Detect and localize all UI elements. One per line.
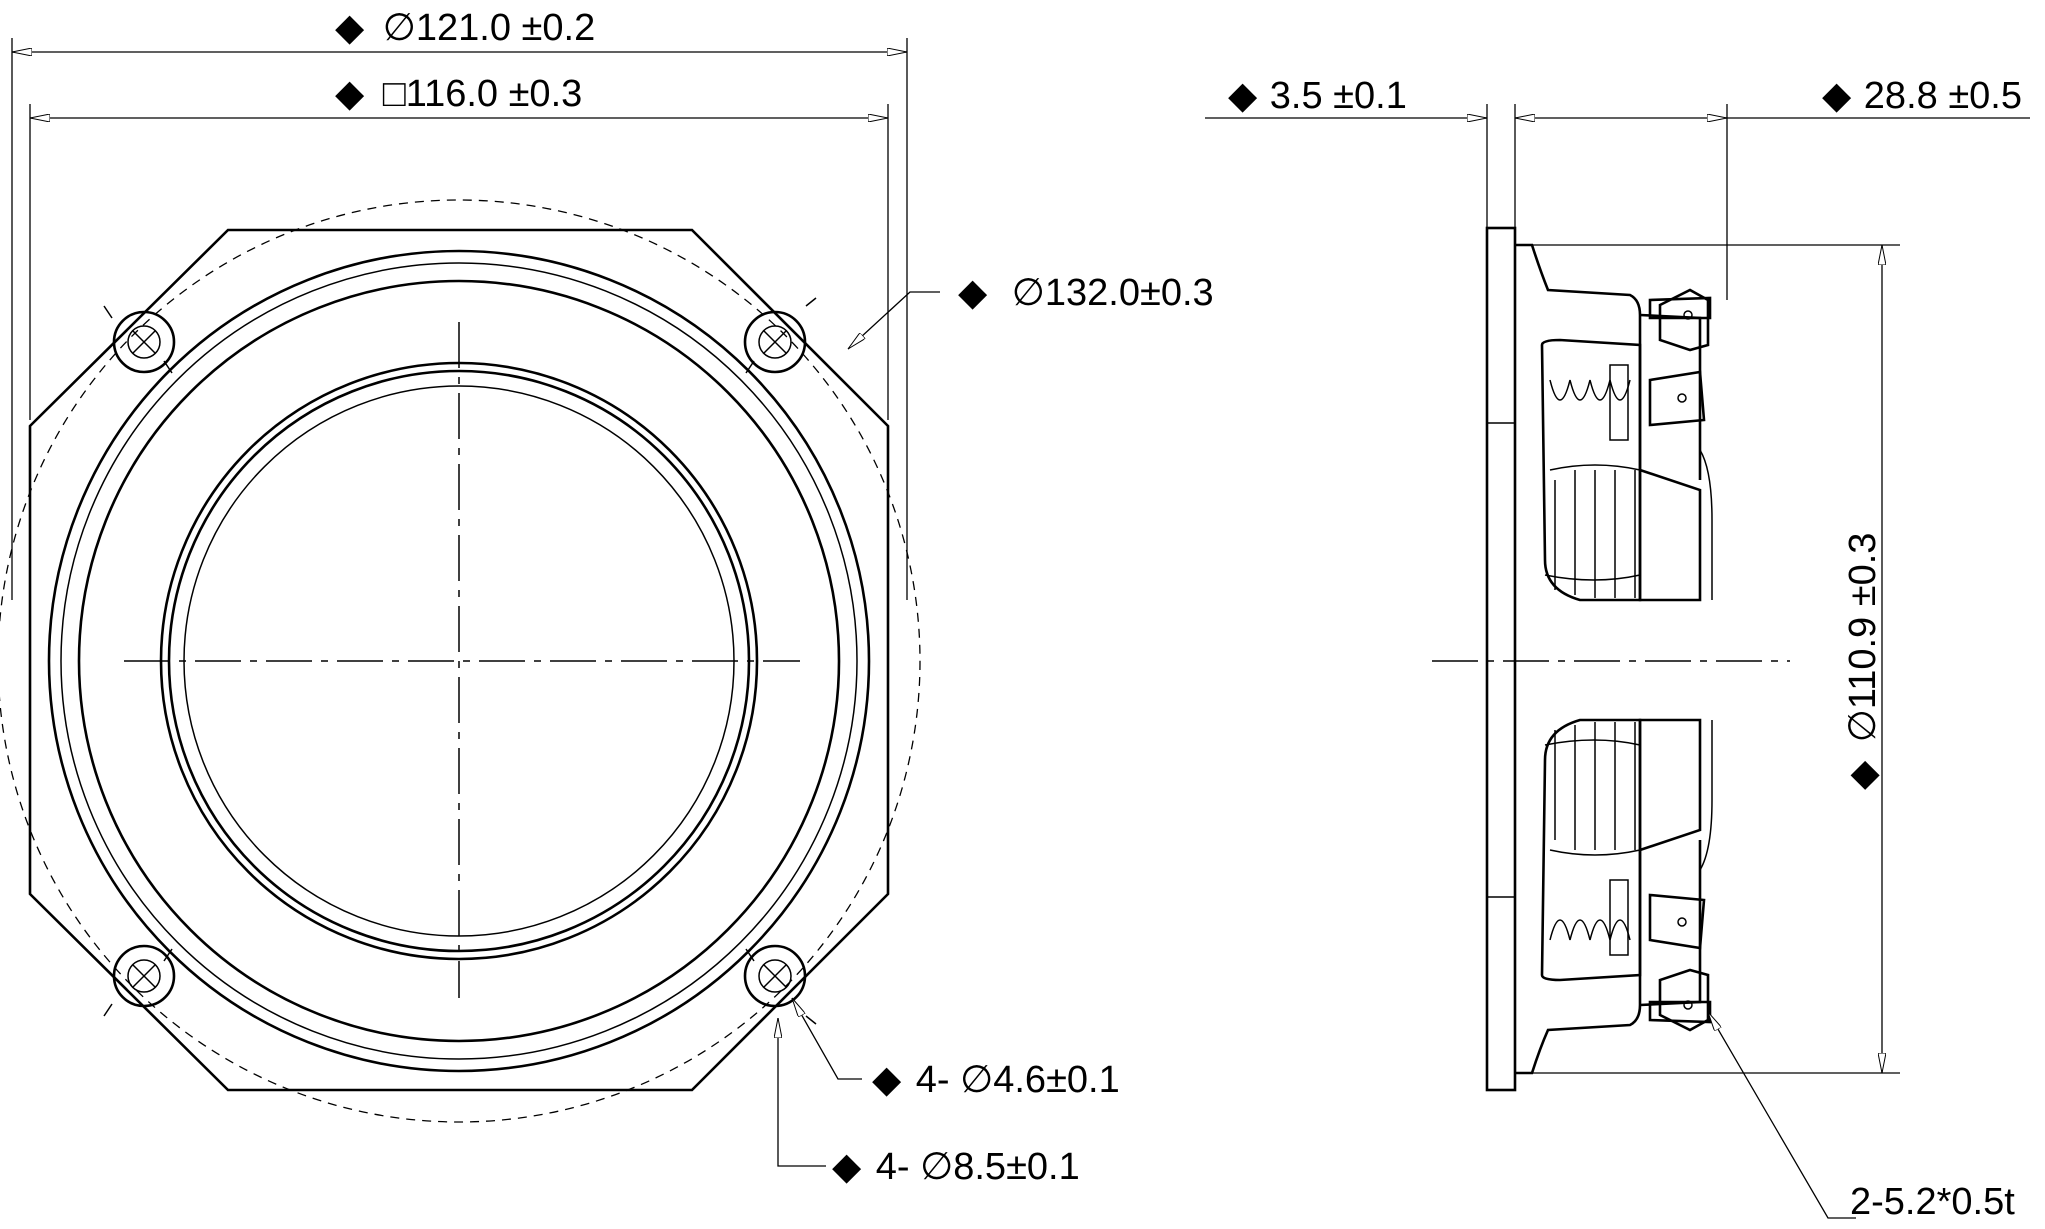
diamond-marker: ◆ <box>335 73 365 115</box>
flange-plate <box>1485 226 1517 1092</box>
diamond-marker: ◆ <box>1842 760 1884 790</box>
svg-text:◆ ∅121.0 ±0.2: ◆ ∅121.0 ±0.2 <box>335 7 595 49</box>
side-view: ◆ 3.5 ±0.1 ◆ 28.8 ±0.5 ◆ ∅110.9 ±0.3 2-5… <box>1205 75 2030 1223</box>
diamond-marker: ◆ <box>872 1059 902 1101</box>
svg-text:◆ 28.8 ±0.5: ◆ 28.8 ±0.5 <box>1822 75 2022 117</box>
basket-profile-top <box>1515 243 1702 602</box>
diamond-marker: ◆ <box>1228 75 1258 117</box>
dim-outer-dia-label: ∅121.0 ±0.2 <box>383 7 595 49</box>
basket-profile-bottom <box>1515 718 1702 1075</box>
mounting-hole-tl <box>112 310 176 374</box>
dim-height-label: ∅110.9 ±0.3 <box>1842 533 1884 743</box>
dim-hole-small-label: 4- ∅4.6±0.1 <box>916 1059 1120 1101</box>
leader-hole-small <box>791 998 862 1080</box>
diamond-marker: ◆ <box>832 1146 862 1188</box>
magnet-assembly-top <box>1540 338 1642 602</box>
terminal-top <box>1648 288 1712 427</box>
diamond-marker: ◆ <box>958 272 988 314</box>
svg-text:◆ □116.0 ±0.3: ◆ □116.0 ±0.3 <box>335 73 582 115</box>
leader-hole-large <box>778 1018 826 1167</box>
leader-terminal <box>1707 1012 1856 1219</box>
leader-flange-dia <box>847 291 940 350</box>
surround-ring-outer <box>47 249 871 1073</box>
surround-ring-3 <box>77 279 841 1043</box>
svg-text:◆ ∅132.0±0.3: ◆ ∅132.0±0.3 <box>958 272 1214 314</box>
dim-hole-large-label: 4- ∅8.5±0.1 <box>876 1146 1080 1188</box>
mounting-hole-br <box>743 944 807 1008</box>
basket-frame <box>28 228 890 1092</box>
surround-ring-2 <box>60 262 858 1060</box>
svg-text:◆ 4- ∅4.6±0.1: ◆ 4- ∅4.6±0.1 <box>872 1059 1120 1101</box>
svg-text:◆ 4- ∅8.5±0.1: ◆ 4- ∅8.5±0.1 <box>832 1146 1080 1188</box>
dim-flange-thickness-label: 3.5 ±0.1 <box>1270 75 1407 117</box>
diamond-marker: ◆ <box>1822 75 1852 117</box>
svg-text:◆ 3.5 ±0.1: ◆ 3.5 ±0.1 <box>1228 75 1407 117</box>
mounting-hole-tr <box>743 310 807 374</box>
dim-square-label: □116.0 ±0.3 <box>383 73 582 115</box>
svg-text:◆ ∅110.9 ±0.3: ◆ ∅110.9 ±0.3 <box>1842 533 1884 790</box>
dim-flange-dia-label: ∅132.0±0.3 <box>1012 272 1214 314</box>
magnet-assembly-bottom <box>1540 718 1642 982</box>
dim-depth-label: 28.8 ±0.5 <box>1864 75 2022 117</box>
dim-terminal-label: 2-5.2*0.5t <box>1850 1181 2015 1223</box>
front-view: ◆ ∅121.0 ±0.2 ◆ □116.0 ±0.3 ◆ ∅132.0±0.3… <box>0 7 1214 1188</box>
diamond-marker: ◆ <box>335 7 365 49</box>
flange-outline-circle <box>0 199 921 1123</box>
mounting-hole-bl <box>112 944 176 1008</box>
